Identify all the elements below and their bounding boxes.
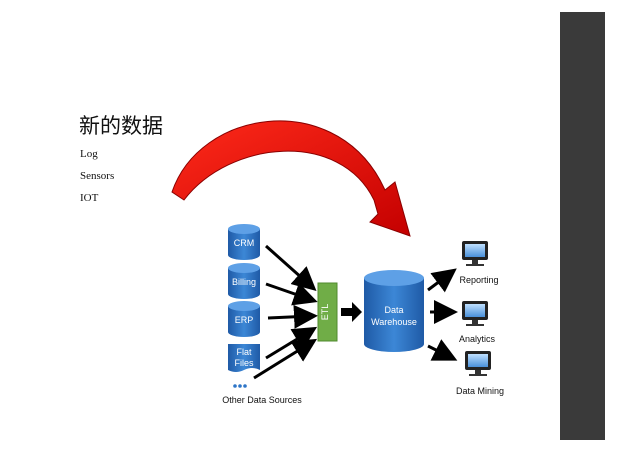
- etl-label: ETL: [320, 304, 330, 321]
- source-flat-files: Flat Files: [228, 344, 260, 372]
- source-db-billing: Billing: [228, 263, 260, 299]
- bullet-iot: IOT: [80, 192, 99, 204]
- data-warehouse-db: Data Warehouse: [364, 270, 424, 352]
- billing-label: Billing: [232, 277, 256, 287]
- more-sources-dots-icon: [233, 384, 247, 388]
- warehouse-label-line2: Warehouse: [371, 317, 417, 327]
- erp-label: ERP: [235, 315, 254, 325]
- flat-label: Flat: [236, 347, 252, 357]
- etl-to-warehouse-arrow: [341, 302, 362, 322]
- bullet-sensors: Sensors: [80, 170, 115, 182]
- output-arrows: [427, 268, 458, 361]
- reporting-label: Reporting: [459, 275, 498, 285]
- other-data-sources-label: Other Data Sources: [222, 395, 302, 405]
- dark-side-bar: [560, 12, 605, 440]
- source-db-crm: CRM: [228, 224, 260, 260]
- files-label: Files: [234, 358, 254, 368]
- analytics-monitor-icon: [462, 301, 488, 326]
- source-arrows: [253, 244, 318, 380]
- source-db-erp: ERP: [228, 301, 260, 337]
- data-mining-label: Data Mining: [456, 386, 504, 396]
- analytics-label: Analytics: [459, 334, 496, 344]
- reporting-monitor-icon: [462, 241, 488, 266]
- warehouse-label-line1: Data: [384, 305, 403, 315]
- data-mining-monitor-icon: [465, 351, 491, 376]
- bullet-log: Log: [80, 148, 98, 160]
- etl-box: ETL: [317, 282, 338, 342]
- big-red-curved-arrow: [171, 120, 411, 237]
- crm-label: CRM: [234, 238, 255, 248]
- slide-heading: 新的数据: [79, 114, 163, 138]
